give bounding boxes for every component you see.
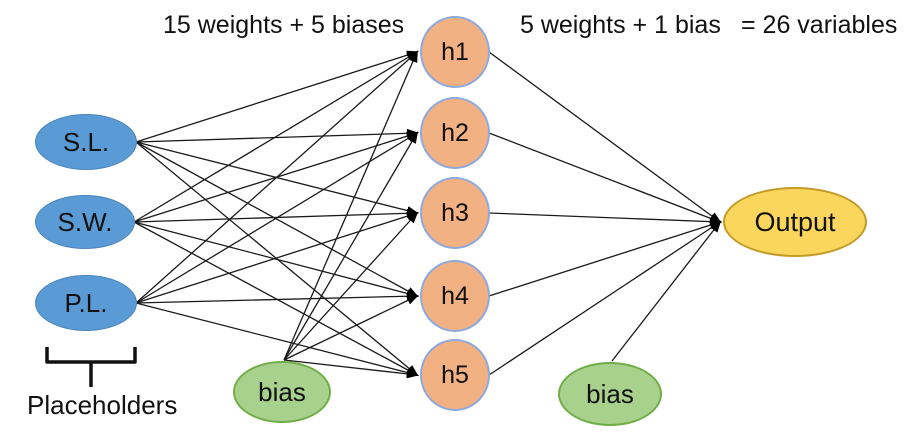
edge-bias1-h1 bbox=[283, 50, 418, 361]
edge-pl-h4 bbox=[135, 291, 419, 304]
node-label-sw: S.W. bbox=[57, 206, 113, 237]
edge-h3-out bbox=[488, 212, 722, 227]
brace bbox=[45, 347, 137, 387]
node-h4: h4 bbox=[420, 260, 490, 332]
edge-bias1-h3 bbox=[283, 211, 419, 361]
edge-bias1-h5 bbox=[283, 359, 419, 379]
node-label-h5: h5 bbox=[441, 360, 469, 389]
node-out: Output bbox=[723, 187, 867, 257]
node-label-out: Output bbox=[754, 206, 836, 237]
node-h5: h5 bbox=[420, 339, 490, 411]
edge-h5-out bbox=[488, 220, 722, 376]
node-label-pl: P.L. bbox=[64, 287, 108, 318]
title-hidden-layer-params: 15 weights + 5 biases bbox=[163, 11, 405, 39]
node-bias1: bias bbox=[233, 361, 331, 423]
edge-sl-h1 bbox=[135, 50, 419, 143]
edge-bias1-h4 bbox=[283, 295, 419, 361]
node-h2: h2 bbox=[420, 97, 490, 169]
edge-sw-h1 bbox=[133, 50, 419, 223]
edge-pl-h5 bbox=[135, 302, 419, 377]
title-output-layer-params: 5 weights + 1 bias bbox=[520, 11, 721, 39]
node-sw: S.W. bbox=[35, 195, 135, 249]
edge-pl-h2 bbox=[135, 131, 419, 304]
node-label-sl: S.L. bbox=[62, 126, 110, 157]
node-bias2: bias bbox=[558, 362, 662, 426]
node-pl: P.L. bbox=[35, 275, 137, 331]
node-label-h4: h4 bbox=[441, 281, 469, 310]
node-label-h1: h1 bbox=[441, 37, 469, 66]
edge-bias2-out bbox=[611, 220, 722, 362]
node-label-h2: h2 bbox=[441, 118, 469, 147]
edge-h4-out bbox=[488, 220, 722, 297]
edge-h1-out bbox=[488, 51, 722, 224]
node-sl: S.L. bbox=[35, 114, 137, 170]
placeholders-label: Placeholders bbox=[27, 390, 178, 420]
edge-bias1-h2 bbox=[283, 131, 419, 361]
edge-pl-h3 bbox=[135, 211, 419, 304]
edge-sw-h3 bbox=[133, 208, 419, 223]
title-total-variables: = 26 variables bbox=[741, 11, 898, 39]
edge-h2-out bbox=[488, 132, 722, 223]
edge-sw-h2 bbox=[133, 131, 419, 223]
node-h3: h3 bbox=[420, 177, 490, 249]
edge-sl-h2 bbox=[135, 128, 419, 143]
edge-sw-h5 bbox=[133, 221, 419, 376]
node-label-bias2: bias bbox=[586, 378, 634, 409]
node-label-h3: h3 bbox=[441, 198, 469, 227]
edge-sl-h4 bbox=[135, 141, 419, 297]
node-h1: h1 bbox=[420, 16, 490, 88]
edge-group bbox=[133, 50, 722, 379]
edge-pl-h1 bbox=[135, 50, 419, 304]
node-label-bias1: bias bbox=[258, 376, 306, 407]
